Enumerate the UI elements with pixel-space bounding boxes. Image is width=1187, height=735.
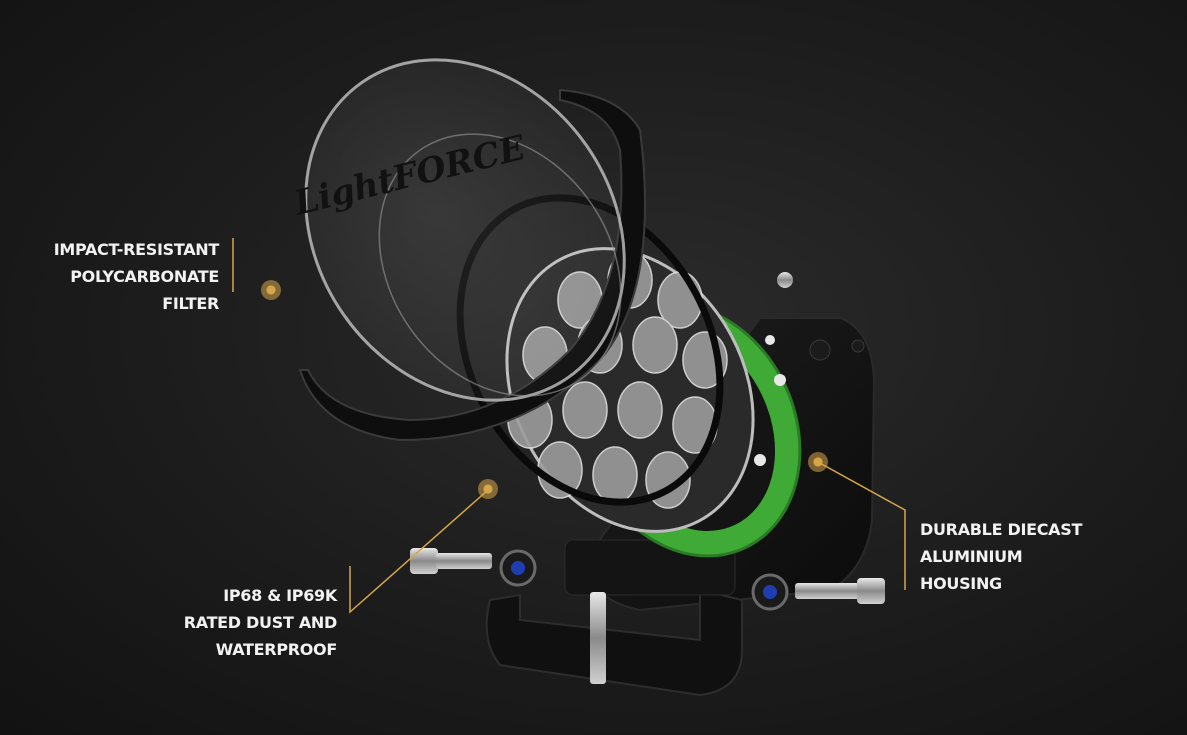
housing-callout-line-2: ALUMINIUM	[920, 547, 1023, 566]
bezel-ring	[298, 88, 646, 442]
filter-callout-line-2: POLYCARBONATE	[70, 267, 219, 286]
polycarbonate-lens: LightFORCE	[290, 58, 626, 402]
housing-leader-line	[817, 461, 906, 590]
ip-rating-hotspot[interactable]	[478, 479, 498, 499]
hardware-bolts	[410, 272, 885, 684]
ip-leader-line	[349, 489, 489, 614]
housing-hotspot[interactable]	[808, 452, 828, 472]
housing-callout: DURABLE DIECAST ALUMINIUM HOUSING	[920, 516, 1082, 597]
filter-callout-line-1: IMPACT-RESISTANT	[53, 240, 220, 259]
housing-callout-line-1: DURABLE DIECAST	[920, 520, 1083, 539]
ip-callout-line-2: RATED DUST AND	[183, 613, 338, 632]
filter-hotspot[interactable]	[261, 280, 281, 300]
ip-rating-callout: IP68 & IP69K RATED DUST AND WATERPROOF	[183, 582, 338, 663]
filter-callout: IMPACT-RESISTANT POLYCARBONATE FILTER	[53, 236, 220, 317]
ip-callout-line-3: WATERPROOF	[215, 640, 338, 659]
housing-callout-line-3: HOUSING	[920, 574, 1002, 593]
filter-callout-line-3: FILTER	[162, 294, 219, 313]
leader-lines	[232, 238, 906, 614]
ip-callout-line-1: IP68 & IP69K	[223, 586, 337, 605]
